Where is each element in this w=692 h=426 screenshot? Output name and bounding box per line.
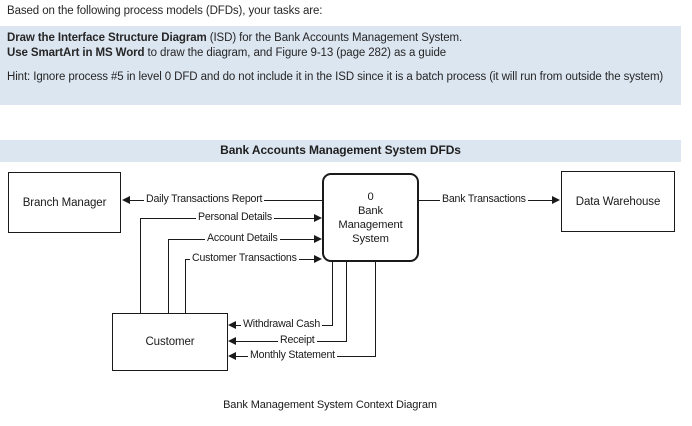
flow-withdrawal-cash-label: Withdrawal Cash: [241, 318, 323, 330]
process-name-line-2: Management: [338, 218, 403, 231]
task-1-bold: Draw the Interface Structure Diagram: [7, 32, 207, 44]
diagram-title-bar: Bank Accounts Management System DFDs: [0, 140, 681, 162]
process-name-line-3: System: [352, 232, 389, 245]
flow-customer-transactions-arrowhead: [314, 255, 322, 263]
hint-text: Hint: Ignore process #5 in level 0 DFD a…: [7, 71, 664, 83]
process-name-line-1: Bank: [357, 204, 384, 217]
entity-customer-label: Customer: [145, 336, 195, 348]
flow-bank-transactions-arrowhead: [552, 196, 560, 204]
intro-text: Based on the following process models (D…: [7, 5, 323, 17]
flow-customer-transactions-label: Customer Transactions: [190, 252, 299, 264]
flow-monthly-statement-vertical: [375, 262, 376, 356]
diagram-title: Bank Accounts Management System DFDs: [220, 143, 461, 157]
flow-withdrawal-cash-vertical: [332, 262, 333, 325]
flow-daily-transactions-report-label: Daily Transactions Report: [144, 193, 265, 205]
flow-account-details-vertical: [168, 239, 169, 313]
entity-data-warehouse-label: Data Warehouse: [575, 195, 661, 208]
flow-personal-details-arrowhead: [314, 214, 322, 222]
flow-personal-details-label: Personal Details: [196, 211, 274, 223]
flow-receipt-arrowhead: [228, 337, 236, 345]
process-bank-management-system: 0 Bank Management System: [322, 173, 419, 262]
instructions-highlight-block: Draw the Interface Structure Diagram (IS…: [0, 26, 681, 105]
flow-monthly-statement-label: Monthly Statement: [248, 349, 337, 361]
flow-account-details-arrowhead: [314, 235, 322, 243]
flow-monthly-statement-arrowhead: [228, 352, 236, 360]
flow-receipt-vertical: [346, 262, 347, 341]
entity-branch-manager-label: Branch Manager: [22, 196, 107, 209]
flow-receipt-label: Receipt: [278, 334, 317, 346]
flow-customer-transactions-vertical: [185, 259, 186, 313]
task-2-line: Use SmartArt in MS Word to draw the diag…: [7, 46, 446, 61]
diagram-caption: Bank Management System Context Diagram: [223, 399, 437, 411]
flow-personal-details-vertical: [140, 218, 141, 313]
flow-bank-transactions-label: Bank Transactions: [440, 193, 528, 205]
diagram-canvas: Branch Manager Data Warehouse Customer 0…: [0, 162, 692, 426]
entity-branch-manager: Branch Manager: [8, 172, 121, 233]
task-2-bold: Use SmartArt in MS Word: [7, 47, 145, 59]
process-number: 0: [367, 190, 374, 203]
entity-data-warehouse: Data Warehouse: [561, 171, 675, 232]
task-1-line: Draw the Interface Structure Diagram (IS…: [7, 31, 462, 46]
task-1-rest: (ISD) for the Bank Accounts Management S…: [206, 32, 463, 44]
flow-account-details-label: Account Details: [205, 232, 280, 244]
flow-withdrawal-cash-arrowhead: [228, 321, 236, 329]
flow-daily-transactions-report-arrowhead: [122, 196, 130, 204]
task-2-rest: to draw the diagram, and Figure 9-13 (pa…: [144, 47, 447, 59]
entity-customer: Customer: [112, 313, 228, 371]
